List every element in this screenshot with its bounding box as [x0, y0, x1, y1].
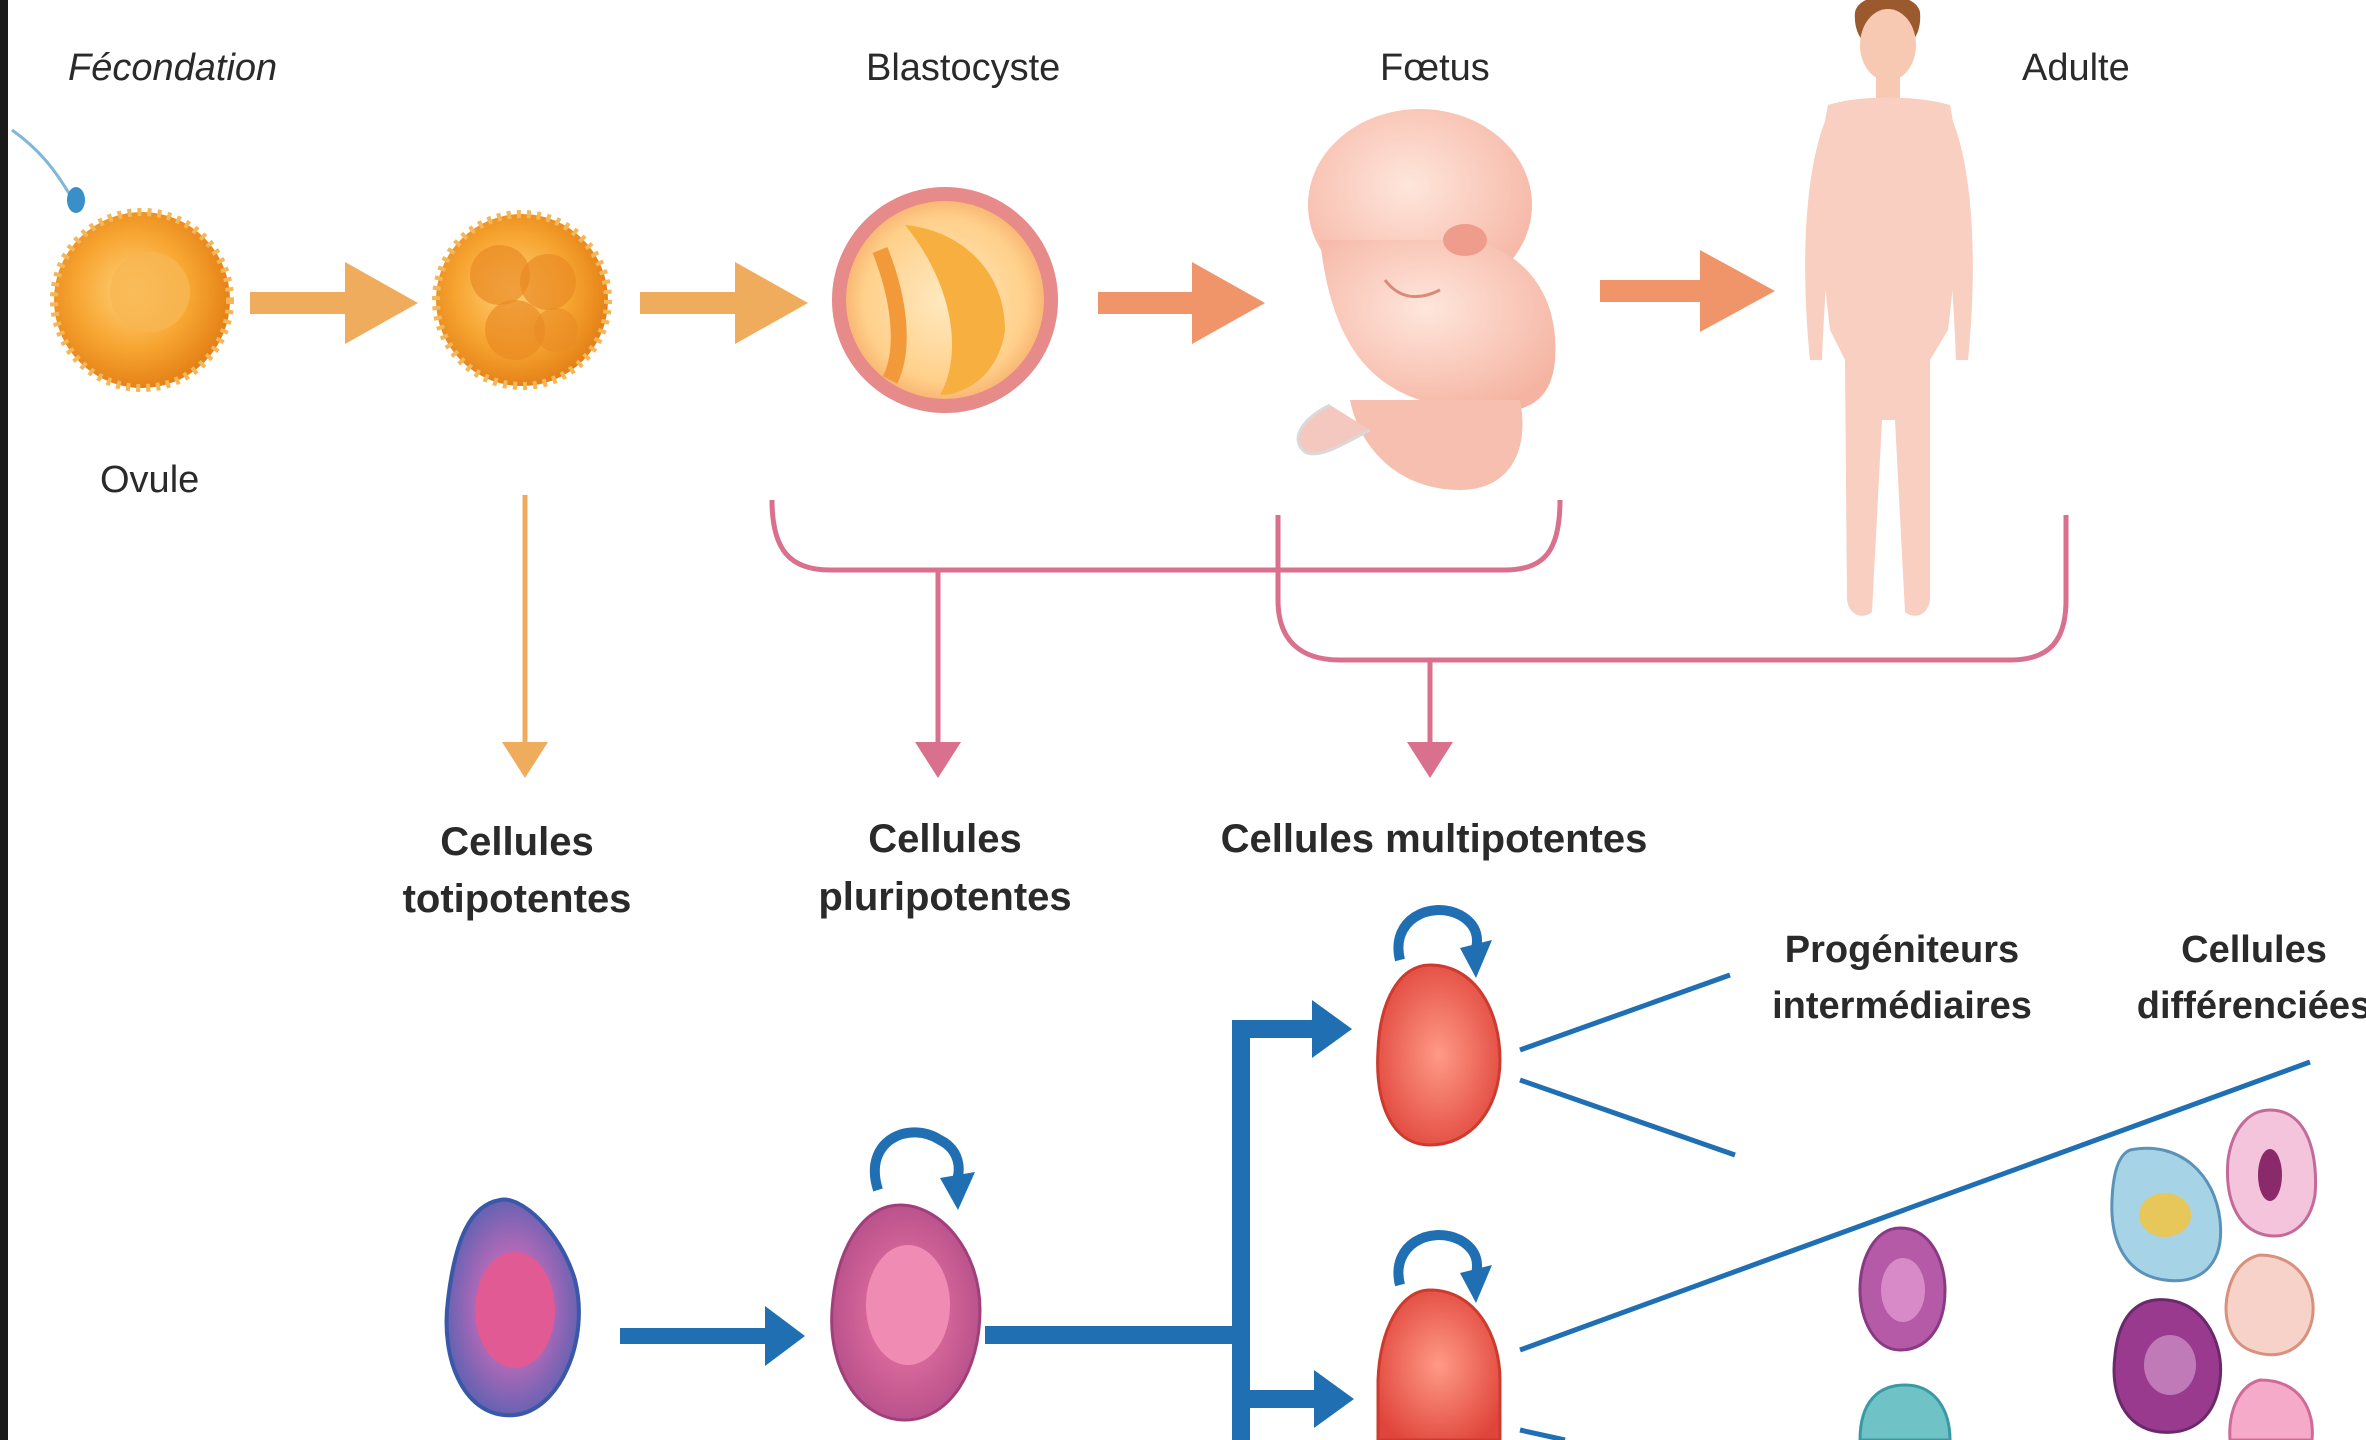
label-pluripotentes-line2: pluripotentes	[818, 875, 1071, 919]
label-totipotentes-line1: Cellules	[440, 820, 593, 864]
diagram-background	[8, 0, 2366, 1440]
morula-illustration	[436, 214, 608, 386]
label-foetus: Fœtus	[1380, 47, 1490, 89]
label-adulte: Adulte	[2022, 47, 2130, 89]
label-multipotentes: Cellules multipotentes	[1221, 817, 1648, 861]
label-pluripotentes-line1: Cellules	[868, 817, 1021, 861]
label-differenciees-line1: Cellules	[2181, 929, 2327, 971]
label-differenciees-line2: différenciées	[2137, 985, 2366, 1027]
label-totipotentes-line2: totipotentes	[403, 877, 632, 921]
label-progeniteurs-line1: Progéniteurs	[1785, 929, 2019, 971]
label-blastocyste: Blastocyste	[866, 47, 1060, 89]
label-fecondation: Fécondation	[68, 47, 277, 89]
blastocyst-illustration	[839, 194, 1051, 406]
label-ovule: Ovule	[100, 459, 199, 501]
foetus-illustration	[1298, 109, 1555, 490]
label-progeniteurs-line2: intermédiaires	[1772, 985, 2032, 1027]
